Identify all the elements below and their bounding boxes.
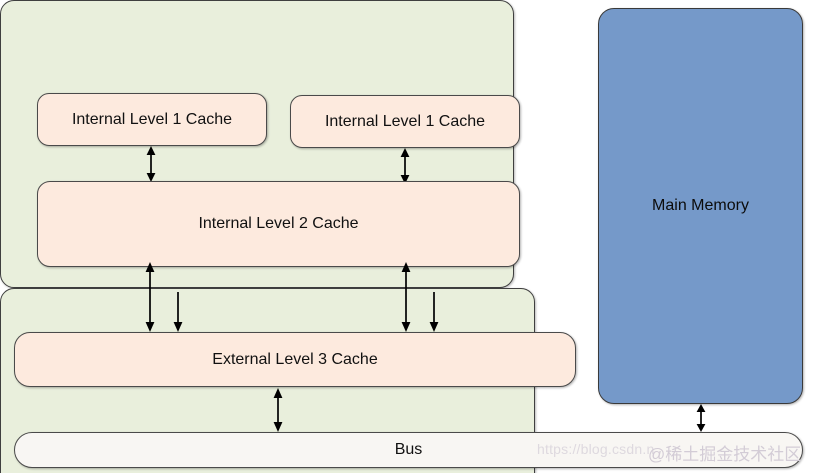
l1-cache-core-0-label: Internal Level 1 Cache [71, 110, 233, 128]
bus: Bus [14, 432, 803, 468]
arrow-memory-bus [694, 404, 708, 432]
l1-cache-core-1-label: Internal Level 1 Cache [324, 112, 486, 130]
l3-cache-label: External Level 3 Cache [212, 350, 378, 368]
l2-cache-label: Internal Level 2 Cache [198, 215, 359, 232]
main-memory-label: Main Memory [652, 197, 749, 214]
l1-cache-core-1: Internal Level 1 Cache [290, 95, 520, 148]
watermark-handle: @稀土掘金技术社区 [648, 445, 802, 464]
bus-label: Bus [394, 441, 423, 458]
l2-cache: Internal Level 2 Cache [37, 181, 520, 267]
l1-cache-core-0: Internal Level 1 Cache [37, 93, 267, 146]
l3-cache: External Level 3 Cache [14, 332, 576, 387]
watermark-url: https://blog.csdn.n [537, 441, 655, 457]
main-memory: Main Memory [598, 8, 803, 404]
